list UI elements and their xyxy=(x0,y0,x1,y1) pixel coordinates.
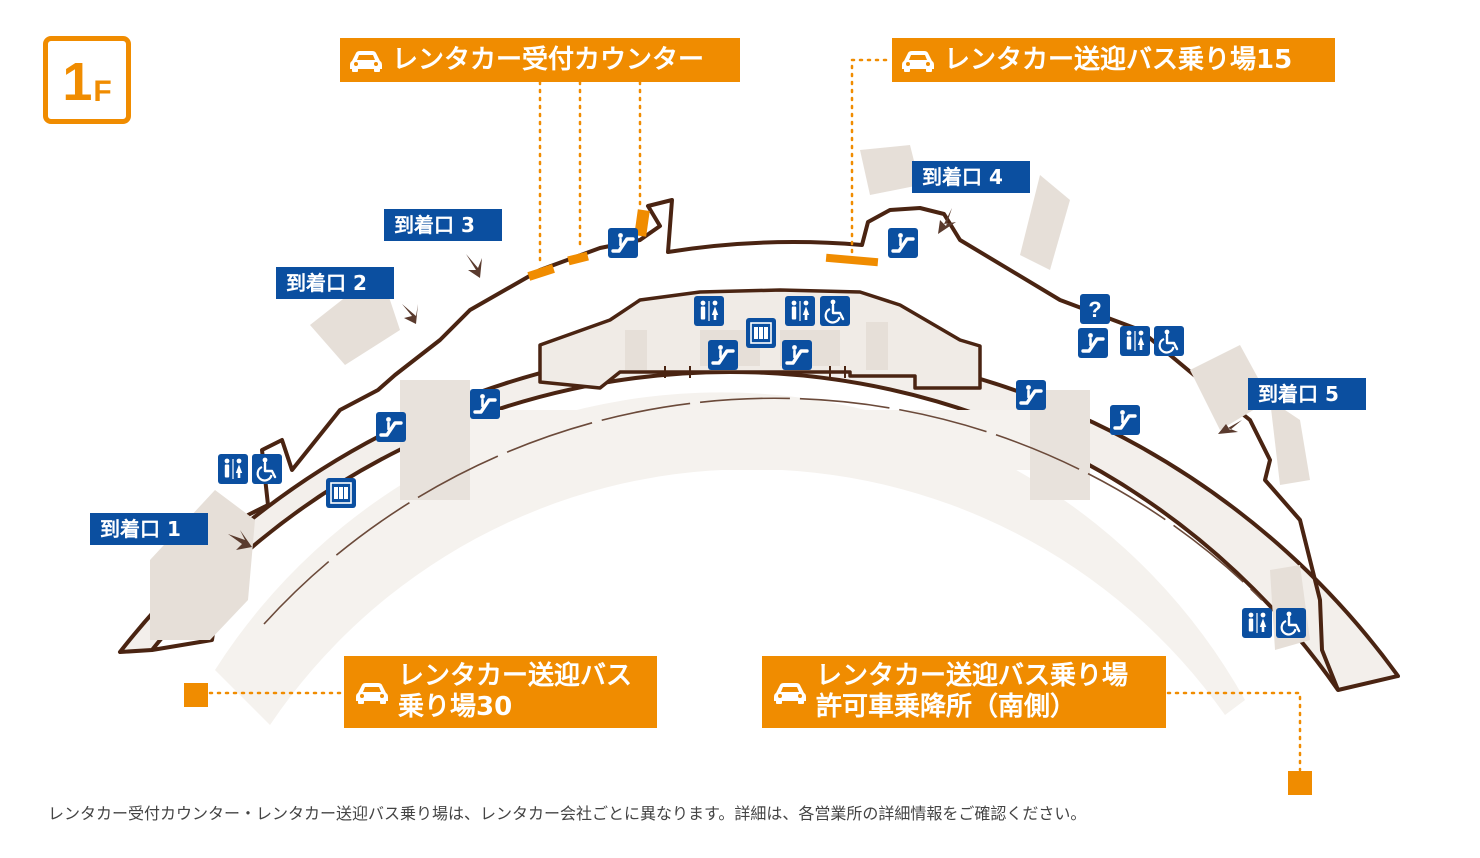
bus-stop-30-text-line1: レンタカー送迎バス xyxy=(398,661,633,691)
bus-stop-15-mark xyxy=(825,253,879,267)
bus-stop-south-text-line1: レンタカー送迎バス乗り場 xyxy=(816,661,1129,691)
escalator-icon xyxy=(606,226,640,260)
gate-4-label[interactable]: 到着口 4 xyxy=(912,161,1030,193)
wheelchair-icon xyxy=(1152,324,1186,358)
roadway-connector-right xyxy=(1030,390,1090,500)
wheelchair-icon xyxy=(250,452,284,486)
roadway-band xyxy=(420,410,1080,470)
car-icon xyxy=(350,51,382,72)
wheelchair-icon xyxy=(818,294,852,328)
roadway-connector-left xyxy=(400,380,470,500)
bus-stop-south-mark xyxy=(1288,771,1312,795)
footnote: レンタカー受付カウンター・レンタカー送迎バス乗り場は、レンタカー会社ごとに異なり… xyxy=(48,804,1087,823)
wheelchair-icon xyxy=(1274,606,1308,640)
car-icon xyxy=(356,683,388,704)
escalator-icon xyxy=(886,226,920,260)
escalator-icon xyxy=(780,338,814,372)
bus-stop-30-text-line2: 乗り場30 xyxy=(398,692,513,722)
bus-stop-30-mark xyxy=(184,683,208,707)
lower-concourse xyxy=(215,392,1245,725)
gate-5-label[interactable]: 到着口 5 xyxy=(1248,378,1366,410)
elevator-icon xyxy=(745,317,777,349)
floor-unit: F xyxy=(93,75,112,108)
floor-number: 1 xyxy=(62,52,93,112)
escalator-icon xyxy=(1108,403,1142,437)
bus-stop-15-text: レンタカー送迎バス乗り場15 xyxy=(944,44,1293,75)
escalator-icon xyxy=(468,387,502,421)
rental-counter-text: レンタカー受付カウンター xyxy=(392,44,705,75)
elevator-icon xyxy=(325,477,357,509)
information-icon xyxy=(1080,294,1110,324)
car-icon xyxy=(774,683,806,704)
bus-stop-15-label[interactable]: レンタカー送迎バス乗り場15 xyxy=(892,38,1335,82)
restroom-icon xyxy=(1242,608,1272,638)
central-building-doors xyxy=(640,366,846,378)
terminal-inner-wall xyxy=(151,198,1340,691)
leader-lines xyxy=(208,58,1302,772)
exit-line-curve xyxy=(263,397,1263,625)
rental-counter-label[interactable]: レンタカー受付カウンター xyxy=(340,38,740,82)
gate-3-label[interactable]: 到着口 3 xyxy=(384,209,502,241)
escalator-icon xyxy=(1076,326,1110,360)
gate-arrows xyxy=(228,208,1242,550)
car-icon xyxy=(902,51,934,72)
restroom-icon xyxy=(785,296,815,326)
escalator-icon xyxy=(1014,378,1048,412)
escalator-icon xyxy=(374,410,408,444)
restroom-icon xyxy=(1120,326,1150,356)
bus-stop-south-label[interactable]: レンタカー送迎バス乗り場 許可車乗降所（南側） xyxy=(762,656,1166,728)
bus-stop-30-label[interactable]: レンタカー送迎バス 乗り場30 xyxy=(344,656,657,728)
restroom-icon xyxy=(218,454,248,484)
gate-1-label[interactable]: 到着口 1 xyxy=(90,513,208,545)
gate-2-label[interactable]: 到着口 2 xyxy=(276,267,394,299)
escalator-icon xyxy=(706,338,740,372)
bus-stop-south-text-line2: 許可車乗降所（南側） xyxy=(816,692,1077,722)
rental-counter-marks xyxy=(527,209,650,281)
restroom-icon xyxy=(694,296,724,326)
